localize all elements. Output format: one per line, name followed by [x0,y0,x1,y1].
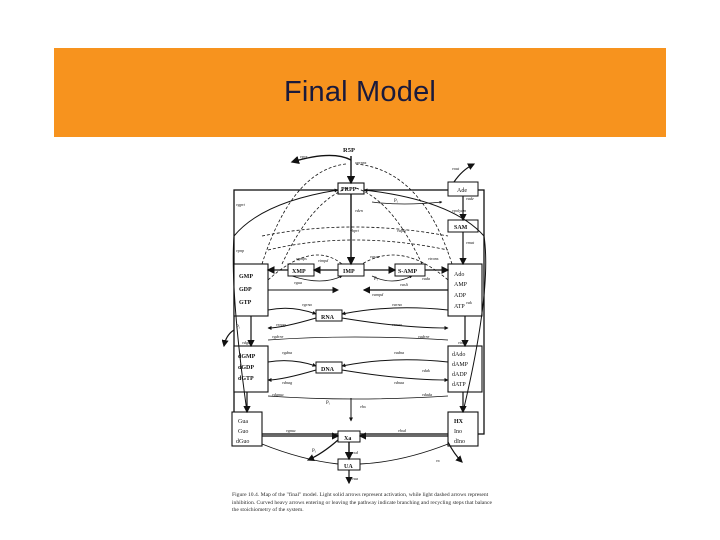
node-gmp: GMP [239,274,253,280]
node-xa: Xa [344,436,351,442]
label-v-ampd: vampd [372,292,384,297]
label-v-xd: vxd [352,450,359,455]
label-v-aprt: vaprt [397,228,407,233]
label-v-dada: vdada [422,392,432,397]
label-v-asuc: vasuc [370,254,380,259]
label-v-trans: vtrans [428,256,439,261]
label-v-ade: vade [466,196,474,201]
label-v-den: vden [355,208,363,213]
node-ua: UA [344,464,353,470]
label-v-arna: varna [392,302,402,307]
label-v-inuc: vinuc [458,340,467,345]
node-rna: RNA [321,315,335,321]
label-v-ada: vada [422,276,430,281]
rna-box [315,309,343,322]
node-hx: HX [454,419,464,425]
slide-title: Final Model [283,76,437,108]
label-v-dgk: vdgk [242,340,250,345]
label-v-grna: vgrna [302,302,312,307]
label-v-dnag: vdnag [282,380,292,385]
label-v-adna: vadna [394,350,404,355]
label-v-gua-step: vgua [294,280,302,285]
node-ado: Ado [454,272,464,278]
label-v-gdna: vgdna [282,350,292,355]
label-v-gnuc: vgnuc [286,428,296,433]
label-v-gdrnr: vgdrnr [272,334,284,339]
hx-box [447,411,479,447]
node-dadp: dADP [452,372,468,378]
label-v-gprt: vgprt [236,202,246,207]
node-gua: Gua [238,419,248,425]
label-v-pyr: vpyr [300,154,308,159]
node-dgtp: dGTP [238,376,254,382]
node-guo: Guo [238,429,248,435]
node-samp: S-AMP [398,269,417,275]
label-pi-1: Pᵢ [394,199,398,204]
label-v-hx: vhx [360,404,366,409]
node-dna: DNA [321,367,335,373]
label-v-hxd: vhxd [398,428,407,433]
label-v-prpps: vprpps [355,160,367,165]
node-gdp: GDP [239,287,252,293]
dado-box [447,345,483,393]
label-v-out: vout [452,166,460,171]
label-v-asli: vasli [400,282,409,287]
node-sam: SAM [454,225,468,231]
node-gtp: GTP [239,300,252,306]
label-v-x: vx [436,458,440,463]
node-damp: dAMP [452,362,469,368]
flux-labels: vprpps vpyr vout vgprt vden vpolyam vhpr… [236,154,475,481]
label-pi-4: Pᵢ [326,401,330,406]
node-dgmp: dGMP [238,354,256,360]
node-imp: IMP [343,269,355,275]
node-xmp: XMP [292,269,306,275]
label-v-rnaa: vrnaa [392,322,402,327]
label-v-rnag: vrnag [276,322,286,327]
node-ade: Ade [457,188,467,194]
label-pi-2: Pᵢ [374,277,378,282]
node-dino: dIno [454,439,465,445]
label-pi-3: Pᵢ [236,325,240,330]
label-v-ua: vua [352,476,358,481]
title-banner: Final Model [54,48,666,137]
node-r5p: R5P [343,147,355,154]
label-v-mat: vmat [466,240,475,245]
outer-frame [233,189,485,435]
model-diagram: R5P PRPP Ade SAM XMP IMP S-AMP GMP GDP G… [222,140,498,490]
node-dado: dAdo [452,352,465,358]
node-dgdp: dGDP [238,365,254,371]
node-amp: AMP [454,282,468,288]
label-v-adrnr: vadrnr [418,334,430,339]
node-adp: ADP [454,293,467,299]
label-v-dnaa: vdnaa [394,380,404,385]
label-pi-5: Pᵢ [312,449,316,454]
node-datp: dATP [452,382,466,388]
dna-box [315,361,343,374]
label-v-impd: vimpd [318,258,329,263]
node-prpp: PRPP [341,187,357,193]
node-dguo: dGuo [236,439,249,445]
gua-box [231,411,263,447]
label-v-pnp: vpnp [236,248,244,253]
diagram-svg: R5P PRPP Ade SAM XMP IMP S-AMP GMP GDP G… [222,147,487,485]
label-v-dak: vdak [422,368,430,373]
figure-caption: Figure 10.4. Map of the "final" model. L… [232,492,493,514]
label-v-gmps: vgmps [296,256,307,261]
label-v-polyam: vpolyam [452,208,466,213]
label-v-dgnuc: vdgnuc [272,392,284,397]
label-v-ak: vak [466,300,472,305]
label-v-hprt: vhprt [350,228,360,233]
node-atp: ATP [454,304,465,310]
node-ino: Ino [454,429,462,435]
